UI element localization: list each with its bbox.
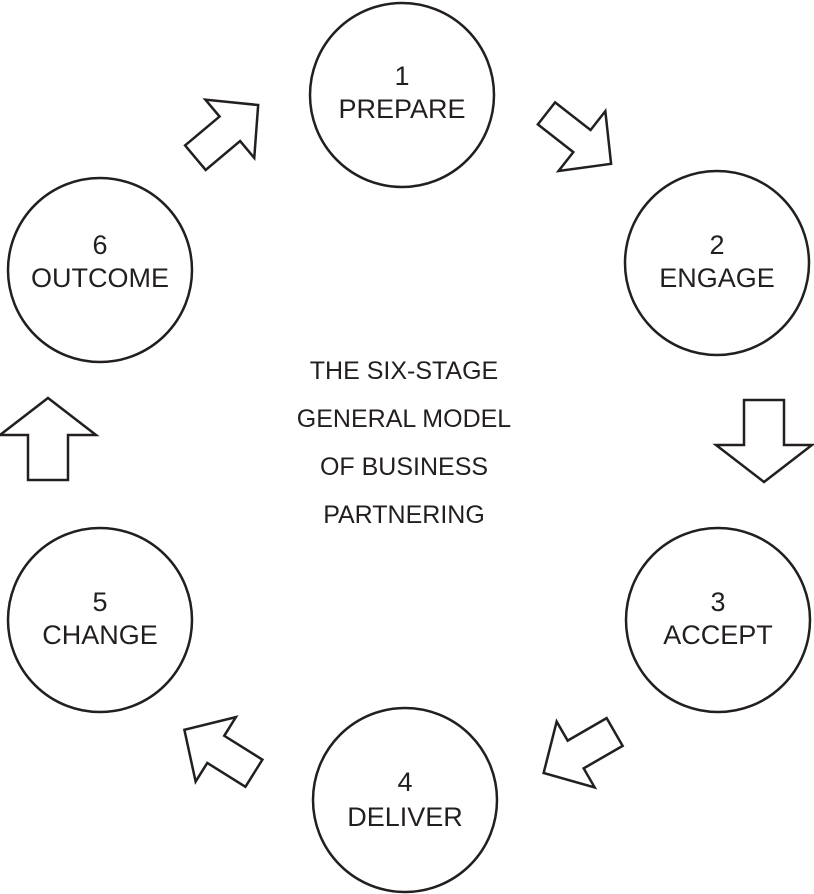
stage-4-number: 4	[397, 767, 412, 797]
stage-5-label: CHANGE	[42, 620, 158, 650]
arrow-engage-to-accept-icon	[712, 398, 814, 484]
stage-4-deliver: 4 DELIVER	[311, 706, 499, 894]
stage-6-label: OUTCOME	[31, 263, 169, 293]
arrow-accept-to-deliver-icon	[542, 716, 625, 790]
arrow-deliver-to-change-icon	[182, 715, 265, 789]
stage-2-circle	[623, 169, 811, 357]
stage-6-number: 6	[92, 230, 107, 260]
center-title-line-2: GENERAL MODEL	[297, 405, 512, 433]
stage-6-outcome: 6 OUTCOME	[6, 176, 194, 364]
center-title: THE SIX-STAGE GENERAL MODEL OF BUSINESS …	[297, 357, 512, 529]
center-title-line-1: THE SIX-STAGE	[310, 357, 498, 385]
stage-3-label: ACCEPT	[663, 620, 773, 650]
center-title-line-4: PARTNERING	[323, 501, 485, 529]
stage-3-number: 3	[710, 587, 725, 617]
arrow-outcome-to-prepare-icon	[183, 98, 260, 172]
stage-6-circle	[6, 176, 194, 364]
stage-5-change: 5 CHANGE	[6, 526, 194, 714]
stage-2-label: ENGAGE	[659, 263, 775, 293]
stage-2-number: 2	[709, 230, 724, 260]
stage-1-prepare: 1 PREPARE	[308, 1, 496, 189]
stage-1-circle	[308, 1, 496, 189]
center-title-line-3: OF BUSINESS	[320, 453, 488, 481]
arrow-change-to-outcome-icon	[0, 396, 100, 482]
stage-1-label: PREPARE	[338, 94, 465, 124]
arrow-prepare-to-engage-icon	[536, 100, 613, 173]
stage-3-circle	[624, 526, 812, 714]
stage-4-circle	[311, 706, 499, 894]
stage-5-number: 5	[92, 587, 107, 617]
stage-3-accept: 3 ACCEPT	[624, 526, 812, 714]
stage-4-label: DELIVER	[347, 802, 463, 832]
stage-1-number: 1	[394, 61, 409, 91]
stage-5-circle	[6, 526, 194, 714]
stage-2-engage: 2 ENGAGE	[623, 169, 811, 357]
